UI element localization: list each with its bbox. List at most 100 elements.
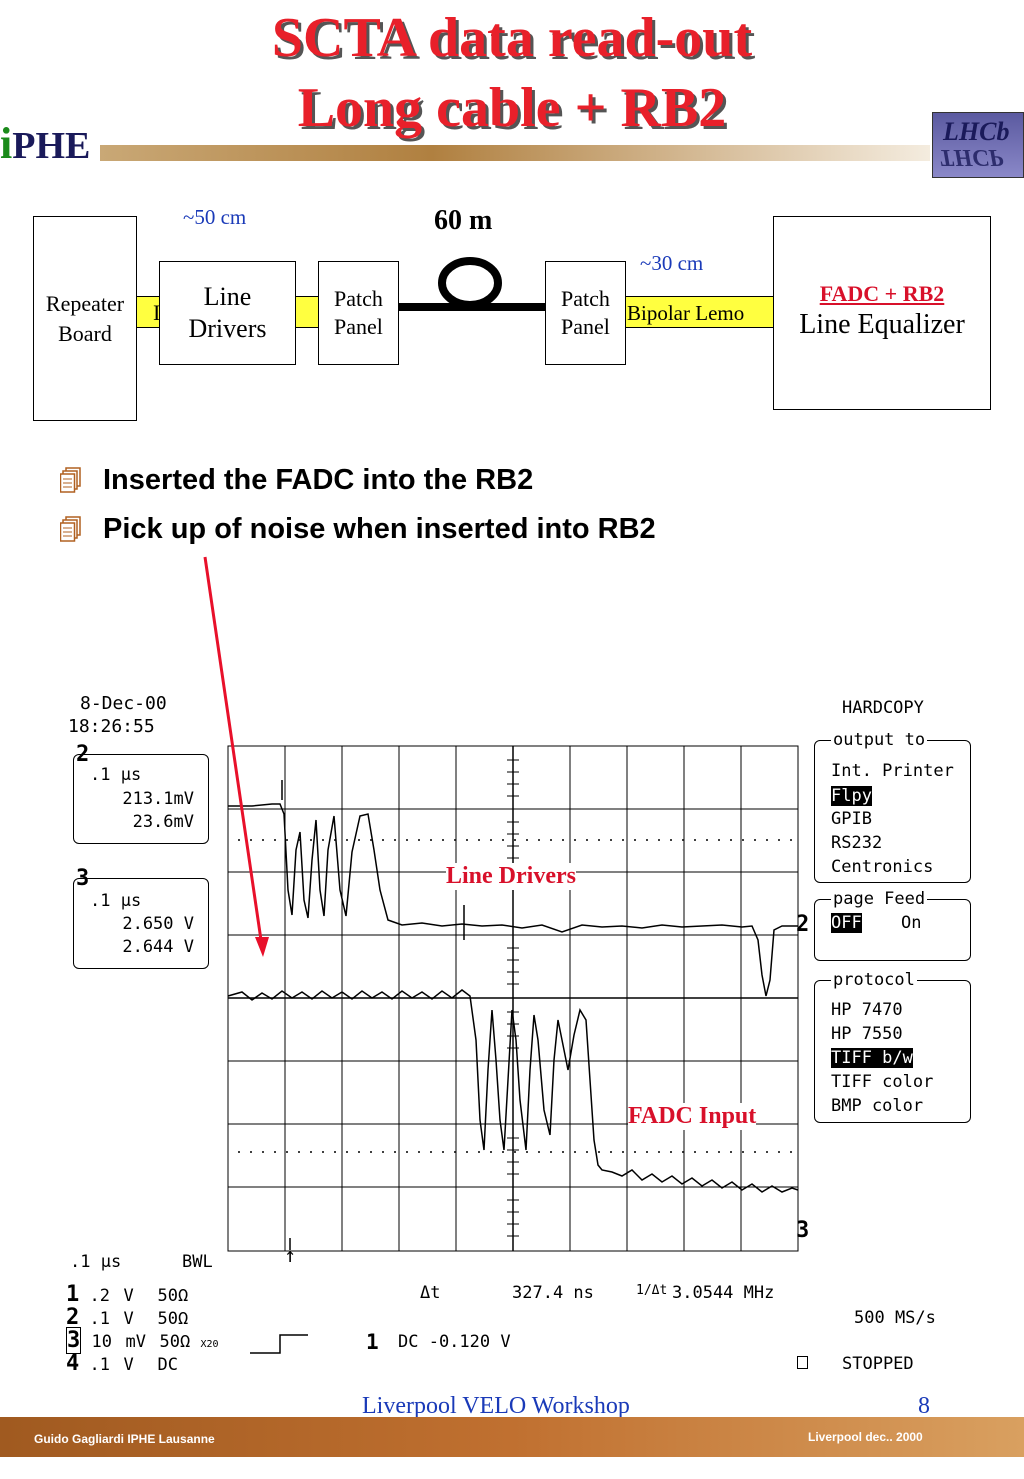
patch-panel-1-box: Patch Panel [318,261,399,365]
line-drivers-label-1: Line [203,282,252,311]
channel-unit: V [123,1309,134,1329]
lhcb-logo-top: LHCb [943,117,1010,146]
protocol-menu: protocol HP 7470 HP 7550 TIFF b/w TIFF c… [814,970,971,1123]
length-label-60m: 60 m [434,205,493,236]
output-option-flpy[interactable]: Flpy [831,786,872,806]
channel-unit: mV [125,1332,146,1352]
channel-impedance: DC [157,1355,178,1375]
protocol-option-tiff-bw[interactable]: TIFF b/w [831,1048,913,1068]
channel-impedance: 50Ω [159,1332,191,1352]
lhcb-logo-bottom: THCP [939,144,1003,170]
channel-number: 3 [66,1327,82,1354]
page-feed-option-on[interactable]: On [901,913,922,933]
trigger-value: DC -0.120 V [398,1332,511,1352]
scope-trigger-arrows [281,780,465,1250]
protocol-title: protocol [831,970,917,990]
channel-impedance: 50Ω [157,1309,189,1329]
ch3-info-box: .1 μs 2.650 V 2.644 V [73,878,209,969]
output-option-gpib[interactable]: GPIB [831,809,872,829]
page-feed-title: page Feed [831,889,928,909]
scope-date: 8-Dec-00 [80,693,167,714]
footer-right-text: Liverpool dec.. 2000 [808,1430,923,1444]
channel-volts: .2 [89,1286,110,1306]
protocol-option-tiff-color[interactable]: TIFF color [831,1072,934,1092]
slide-title-line1: SCTA data read-out [271,7,753,69]
fadc-rb2-box: FADC + RB2 Line Equalizer [773,216,991,410]
cable-bipolar-lemo: Bipolar Lemo [625,296,775,328]
output-option-int-printer[interactable]: Int. Printer [831,761,954,781]
document-stack-icon [60,516,81,542]
header-divider-bar [100,145,930,161]
ch3-value-2: 2.644 V [122,937,194,957]
ch3-value-1: 2.650 V [122,914,194,934]
trigger-edge-icon [250,1334,308,1354]
document-stack-icon [60,467,81,493]
length-label-30cm: ~30 cm [640,251,704,275]
freq-label: 1/Δt [636,1283,668,1298]
bottom-bwl: BWL [182,1252,213,1272]
annotation-line-drivers: Line Drivers [446,863,576,890]
bottom-timebase: .1 μs [70,1252,122,1272]
status-square-icon [797,1356,808,1369]
line-drivers-box: Line Drivers [159,261,296,365]
page-feed-menu: page Feed OFF On [814,889,971,961]
footer-page-number: 8 [918,1393,930,1419]
footer-bar [0,1417,1024,1457]
channel-row: 2 .1 V 50Ω [66,1305,219,1330]
delta-t-value: 327.4 ns [512,1283,594,1303]
protocol-option-hp7470[interactable]: HP 7470 [831,1000,903,1020]
protocol-option-hp7550[interactable]: HP 7550 [831,1024,903,1044]
protocol-option-bmp-color[interactable]: BMP color [831,1096,924,1116]
iphe-logo-i: i [0,119,13,168]
patch-panel-2-label-1: Patch [561,286,610,311]
bullet-text-1: Inserted the FADC into the RB2 [103,463,534,496]
iphe-logo-text: PHE [12,125,91,167]
trigger-arrow-glyph: ↑ [284,1243,297,1267]
trace-line-drivers [228,803,798,997]
channel-volts: 10 [91,1332,112,1352]
cable-left-label: I [153,300,161,325]
trigger-channel: 1 [366,1330,379,1354]
output-to-menu: output to Int. Printer Flpy GPIB RS232 C… [814,730,971,883]
scope-center-ticks [507,759,519,1237]
pointer-arrow [203,556,269,957]
repeater-board-box: Repeater Board [33,216,137,421]
channel-volts: .1 [89,1309,110,1329]
ch3-timebase: .1 μs [90,891,142,911]
patch-panel-1-label-1: Patch [334,286,383,311]
scope-status: STOPPED [842,1354,914,1374]
line-drivers-label-2: Drivers [188,314,267,343]
channel-unit: V [123,1286,134,1306]
output-option-centronics[interactable]: Centronics [831,857,934,877]
fadc-rb2-title: FADC + RB2 [819,281,945,306]
annotation-fadc-input: FADC Input [628,1103,757,1130]
slide-title-line2: Long cable + RB2 [297,77,727,139]
ch3-extra: X20 [200,1339,219,1350]
hardcopy-title: HARDCOPY [842,698,924,718]
trace-2-label: 2 [796,912,810,937]
ch2-value-1: 213.1mV [122,789,194,809]
patch-panel-2-label-2: Panel [561,314,610,339]
patch-panel-2-box: Patch Panel [545,261,626,365]
page-feed-option-off[interactable]: OFF [831,913,862,933]
repeater-board-label-2: Board [58,321,112,346]
bipolar-lemo-label: Bipolar Lemo [627,301,745,325]
freq-value: 3.0544 MHz [672,1283,775,1303]
list-item: Inserted the FADC into the RB2 [60,460,656,500]
line-equalizer-label: Line Equalizer [799,309,965,340]
cable-left: I [136,296,162,328]
length-label-50cm: ~50 cm [183,205,247,229]
output-option-rs232[interactable]: RS232 [831,833,883,853]
delta-t-label: Δt [420,1283,441,1303]
cable-middle [295,296,319,328]
scope-time: 18:26:55 [68,716,155,737]
ch2-value-2: 23.6mV [132,812,194,832]
patch-panel-1-label-2: Panel [334,314,383,339]
bullet-list: Inserted the FADC into the RB2 Pick up o… [60,460,656,549]
bullet-text-2: Pick up of noise when inserted into RB2 [103,512,656,545]
channel-number: 2 [66,1305,80,1330]
ch2-timebase: .1 μs [90,765,142,785]
